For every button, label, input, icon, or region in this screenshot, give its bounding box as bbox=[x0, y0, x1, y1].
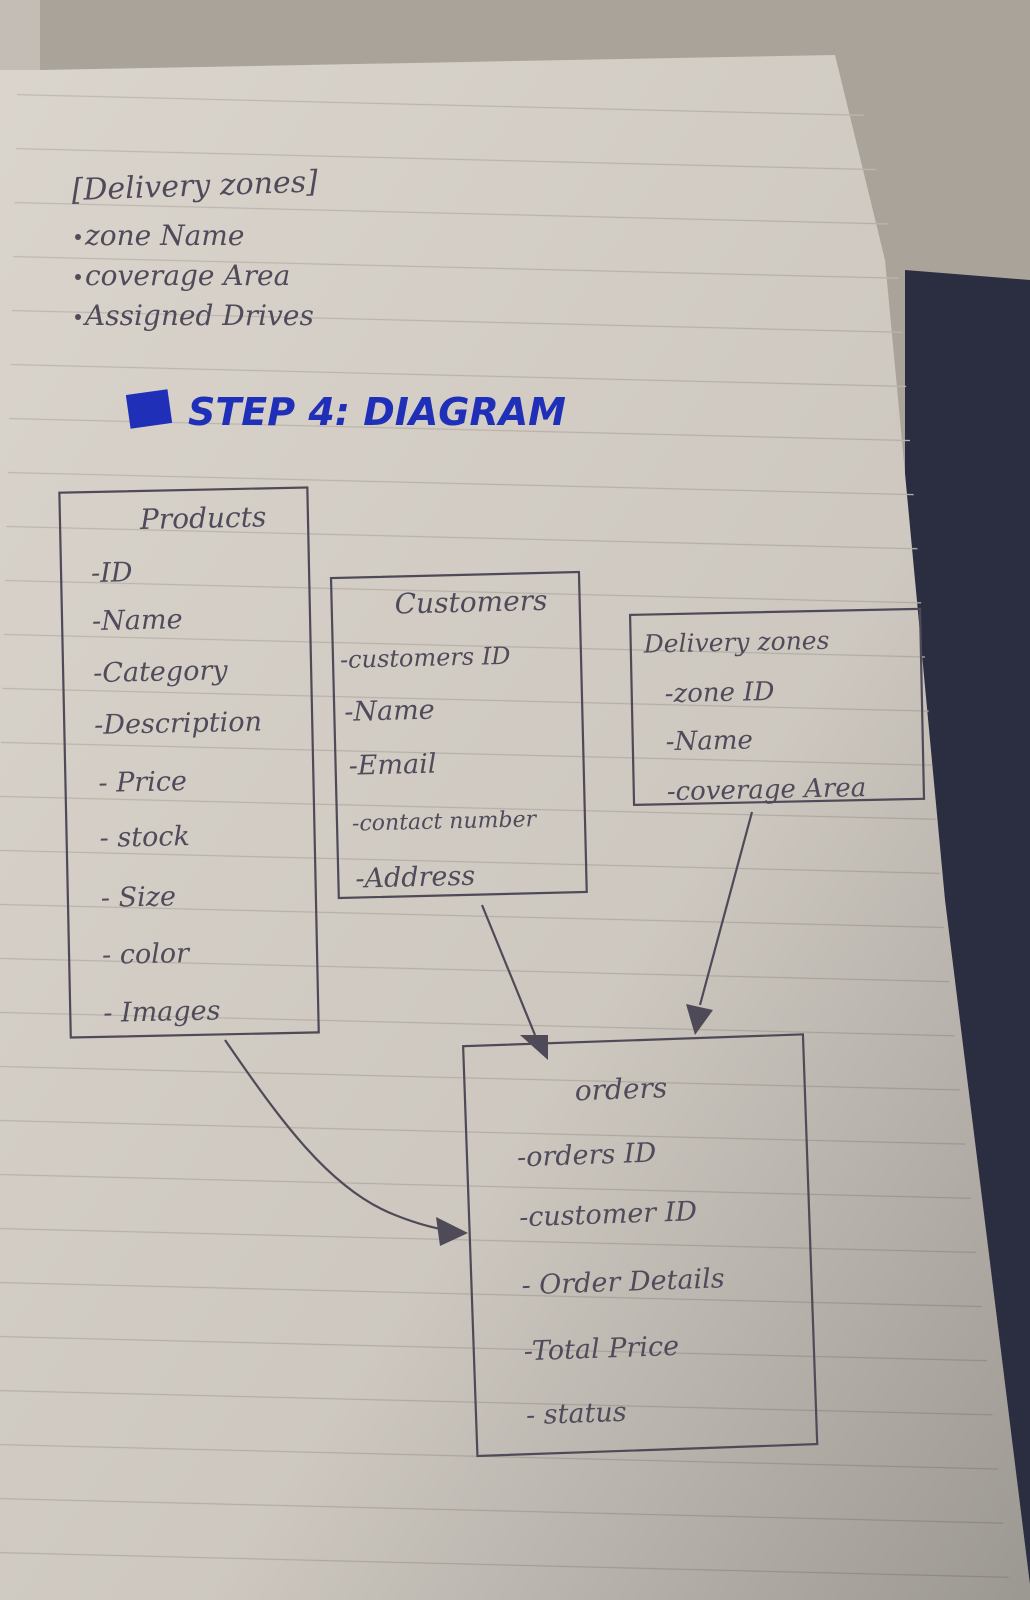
relationship-products-orders bbox=[224, 1039, 468, 1246]
notes-heading: [Delivery zones] bbox=[71, 164, 319, 208]
products-field-6: - stock bbox=[99, 821, 190, 854]
step-title: STEP 4: DIAGRAM bbox=[188, 390, 566, 434]
delivery-zones-title: Delivery zones bbox=[642, 626, 829, 659]
products-field-4: -Description bbox=[94, 706, 262, 741]
relationship-customers-orders bbox=[480, 904, 548, 1060]
products-title: Products bbox=[139, 500, 267, 536]
orders-entity: orders -orders ID -customer ID - Order D… bbox=[461, 1033, 819, 1458]
orders-field-2: -customer ID bbox=[519, 1196, 698, 1233]
orders-field-5: - status bbox=[526, 1397, 628, 1431]
orders-field-4: -Total Price bbox=[523, 1331, 679, 1367]
delivery-zones-entity: Delivery zones -zone ID -Name -coverage … bbox=[628, 607, 926, 807]
products-field-5: - Price bbox=[98, 766, 187, 799]
bullet-dot-3 bbox=[75, 314, 81, 320]
notebook-page bbox=[0, 55, 1030, 1600]
customers-field-1: -customers ID bbox=[340, 642, 511, 674]
customers-title: Customers bbox=[394, 584, 548, 621]
products-field-3: -Category bbox=[93, 655, 229, 689]
customers-field-2: -Name bbox=[344, 695, 435, 728]
delivery-zones-field-1: -zone ID bbox=[664, 677, 774, 709]
delivery-zones-notes: [Delivery zones] zone Name coverage Area… bbox=[71, 164, 319, 332]
bullet-dot-1 bbox=[75, 234, 81, 240]
products-field-1: -ID bbox=[91, 557, 133, 589]
products-field-9: - Images bbox=[103, 995, 221, 1028]
products-field-7: - Size bbox=[101, 881, 177, 914]
customers-entity: Customers -customers ID -Name -Email -co… bbox=[329, 570, 588, 900]
relationship-delivery-zones-orders bbox=[686, 811, 754, 1035]
customers-field-4: -contact number bbox=[352, 807, 538, 837]
customers-field-5: -Address bbox=[355, 861, 476, 895]
orders-field-1: -orders ID bbox=[517, 1138, 658, 1174]
orders-field-3: - Order Details bbox=[521, 1263, 725, 1301]
orders-title: orders bbox=[574, 1071, 668, 1107]
notes-bullet-2: coverage Area bbox=[85, 259, 290, 292]
delivery-zones-field-3: -coverage Area bbox=[666, 773, 866, 807]
products-entity: Products -ID -Name -Category -Descriptio… bbox=[58, 486, 320, 1039]
products-field-8: - color bbox=[102, 938, 192, 971]
customers-field-3: -Email bbox=[348, 749, 437, 782]
products-field-2: -Name bbox=[92, 604, 183, 637]
notes-bullet-1: zone Name bbox=[84, 219, 244, 252]
notes-bullet-3: Assigned Drives bbox=[82, 299, 314, 332]
ink-scribble bbox=[125, 389, 173, 429]
bullet-dot-2 bbox=[75, 274, 81, 280]
delivery-zones-field-2: -Name bbox=[665, 725, 753, 757]
